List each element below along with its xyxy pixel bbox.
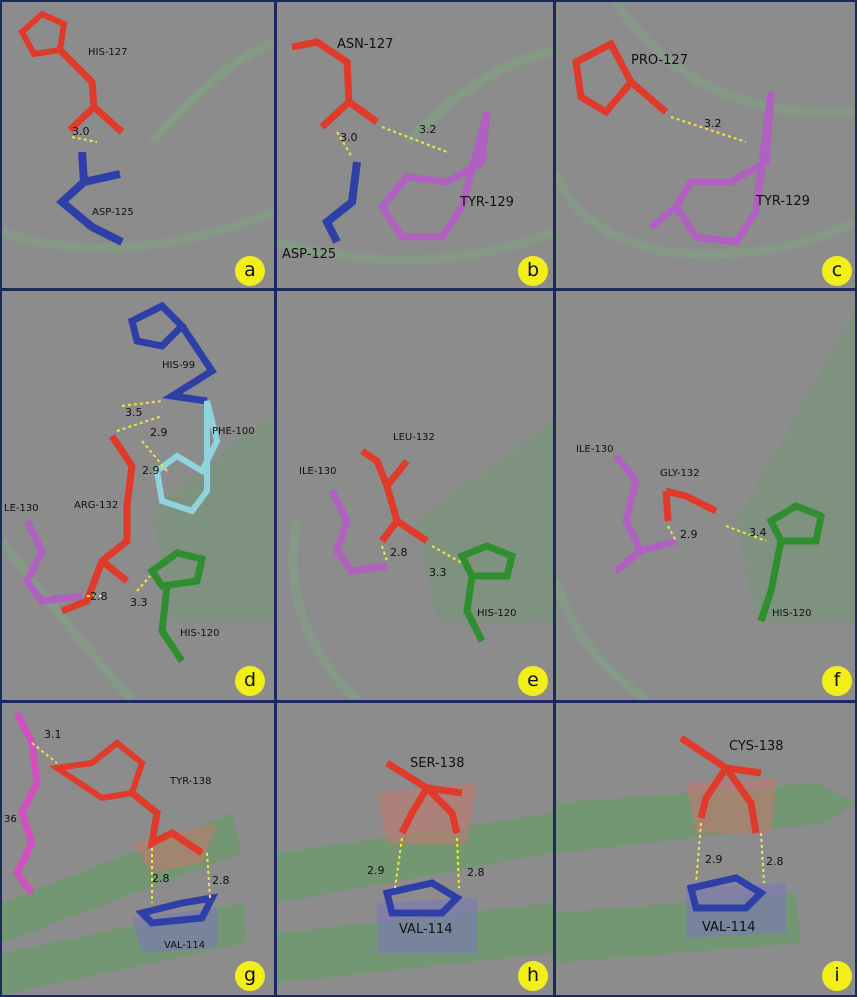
distance-label: 2.8 [766,855,784,868]
label-val-114: VAL-114 [399,922,453,937]
label-ile-130: ILE-130 [576,444,614,455]
panel-letter-badge: b [518,256,548,286]
label-his-120: HIS-120 [180,628,220,639]
label-asp-125: ASP-125 [92,207,134,218]
label-asp-125: ASP-125 [282,247,337,262]
label-ile-130: LE-130 [4,503,39,514]
distance-label: 2.8 [152,872,170,885]
panel-a: HIS-127 ASP-125 3.0 a [2,2,274,288]
panel-letter-badge: f [822,666,852,696]
label-tyr-138: TYR-138 [170,776,212,787]
distance-label: 3.3 [429,566,447,579]
panel-g: TYR-138 36 VAL-114 3.1 2.8 2.8 g [2,703,274,995]
label-arg-132: ARG-132 [74,500,119,511]
distance-label: 2.9 [705,853,723,866]
distance-label: 2.9 [680,528,698,541]
panel-letter-badge: e [518,666,548,696]
distance-label: 3.3 [130,596,148,609]
label-ile-130: ILE-130 [299,466,337,477]
label-his-120: HIS-120 [772,608,812,619]
label-his-99: HIS-99 [162,360,196,371]
panel-letter-badge: h [518,961,548,991]
panel-f: ILE-130 GLY-132 HIS-120 2.9 3.4 f [556,291,855,700]
distance-label: 3.0 [72,125,90,138]
distance-label: 3.4 [749,526,767,539]
panel-d: HIS-99 PHE-100 ARG-132 LE-130 HIS-120 3.… [2,291,274,700]
distance-label: 2.9 [142,464,160,477]
distance-label: 2.8 [212,874,230,887]
molecule-f [556,311,855,700]
distance-label: 2.9 [150,426,168,439]
molecule-c [556,2,855,259]
panel-letter-badge: c [822,256,852,286]
label-partial-36: 36 [4,814,17,825]
distance-label: 2.9 [367,864,385,877]
distance-label: 3.2 [704,117,722,130]
distance-label: 2.8 [467,866,485,879]
molecule-i [556,735,855,963]
label-his-120: HIS-120 [477,608,517,619]
label-pro-127: PRO-127 [631,53,688,68]
distance-label: 3.1 [44,728,62,741]
label-leu-132: LEU-132 [393,432,435,443]
label-tyr-129: TYR-129 [460,195,514,210]
panel-h: SER-138 VAL-114 2.9 2.8 h [277,703,553,995]
panel-letter-badge: g [235,961,265,991]
panel-letter-badge: i [822,961,852,991]
label-val-114: VAL-114 [164,940,206,951]
molecule-h [277,760,553,983]
label-asn-127: ASN-127 [337,37,394,52]
label-ser-138: SER-138 [410,756,465,771]
molecule-a [2,10,274,253]
distance-label: 2.8 [390,546,408,559]
molecule-b [277,38,553,265]
distance-label: 3.5 [125,406,143,419]
label-his-127: HIS-127 [88,47,128,58]
label-phe-100: PHE-100 [212,426,255,437]
molecule-g [2,711,247,995]
distance-label: 3.2 [419,123,437,136]
panel-letter-badge: a [235,256,265,286]
label-val-114: VAL-114 [702,920,756,935]
label-cys-138: CYS-138 [729,739,784,754]
panel-b: ASN-127 TYR-129 ASP-125 3.0 3.2 b [277,2,553,288]
panel-i: CYS-138 VAL-114 2.9 2.8 i [556,703,855,995]
label-tyr-129: TYR-129 [756,194,810,209]
panel-e: LEU-132 ILE-130 HIS-120 2.8 3.3 e [277,291,553,700]
panel-letter-badge: d [235,666,265,696]
distance-label: 3.0 [340,131,358,144]
molecule-d [2,301,274,700]
molecule-e [288,421,553,700]
panel-c: PRO-127 TYR-129 3.2 c [556,2,855,288]
label-gly-132: GLY-132 [660,468,700,479]
distance-label: 2.8 [90,590,108,603]
